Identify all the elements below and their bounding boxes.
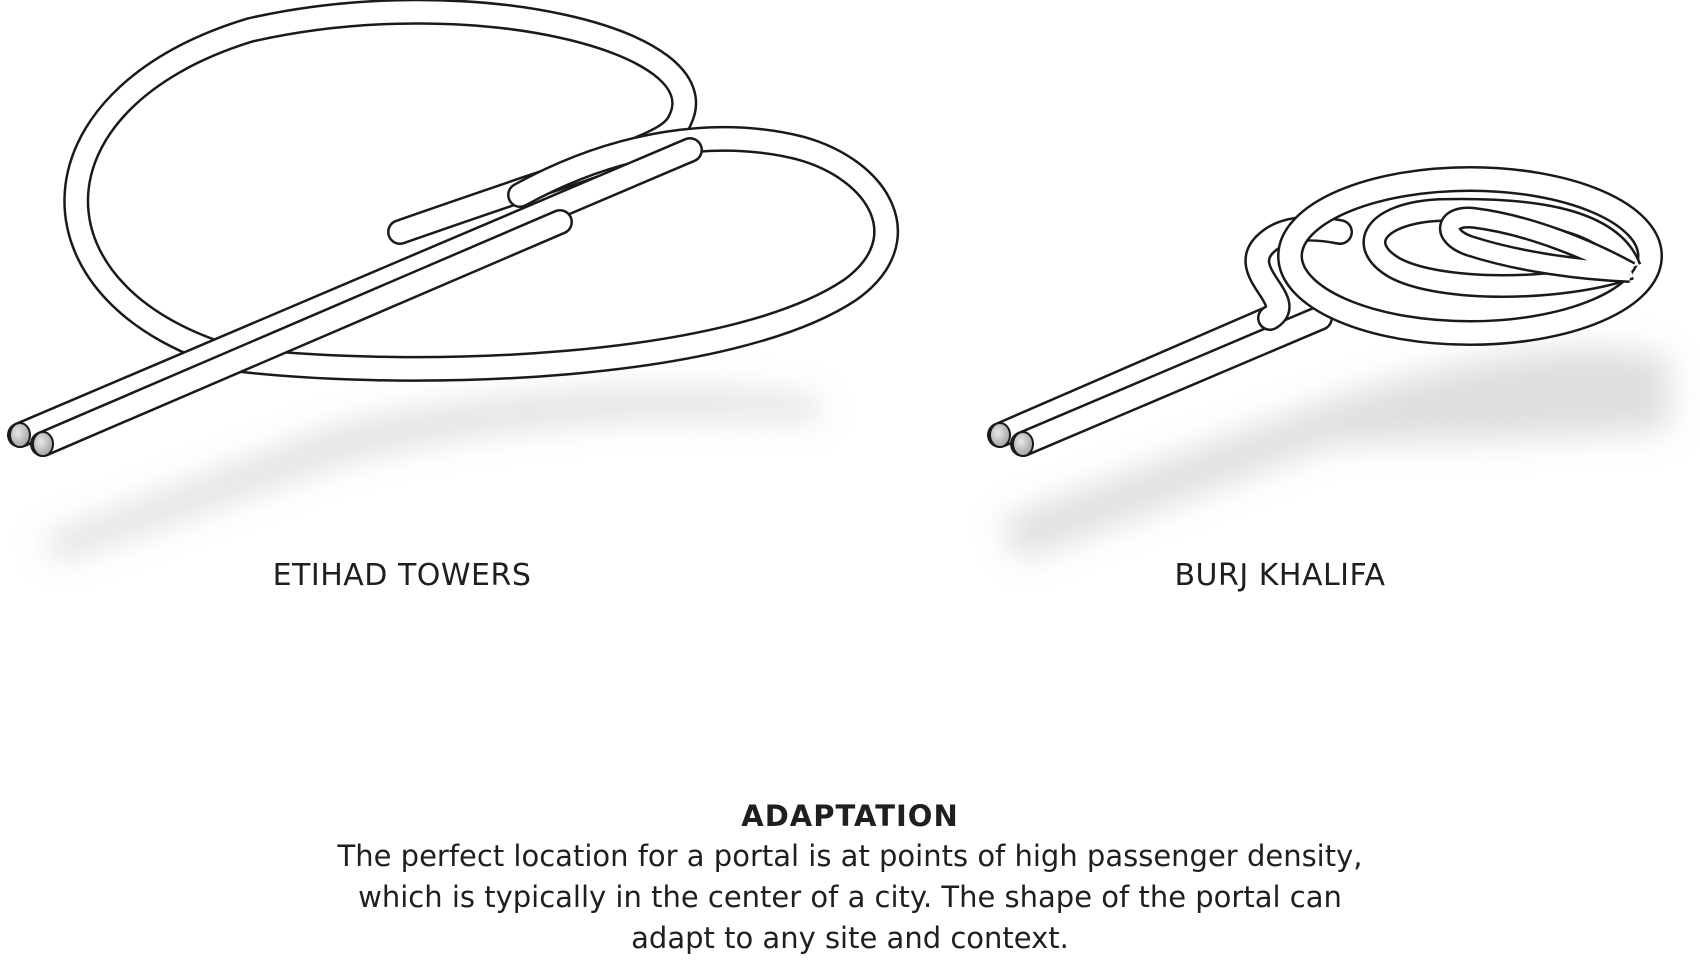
burj-khalifa-diagram: [987, 166, 1670, 560]
burj-shadow: [1000, 347, 1670, 560]
etihad-tube-end-1: [9, 422, 31, 448]
burj-khalifa-label: BURJ KHALIFA: [1174, 558, 1386, 593]
etihad-stem-tubes: [7, 137, 703, 457]
adaptation-section: ADAPTATION The perfect location for a po…: [200, 796, 1500, 959]
body-line-1: The perfect location for a portal is at …: [337, 839, 1363, 873]
burj-inner-coil: [1439, 206, 1636, 283]
burj-tube-end-1: [989, 422, 1011, 448]
burj-tube-end-2: [1012, 431, 1034, 457]
burj-stem-tubes: [987, 305, 1333, 457]
etihad-shadow: [40, 390, 820, 560]
etihad-towers-diagram: [7, 0, 900, 560]
body-line-3: adapt to any site and context.: [631, 921, 1069, 955]
body-line-2: which is typically in the center of a ci…: [358, 880, 1342, 914]
etihad-small-loop: [227, 125, 900, 382]
burj-middle-ring: [1362, 197, 1642, 298]
etihad-towers-label: ETIHAD TOWERS: [272, 558, 532, 593]
section-heading: ADAPTATION: [741, 799, 959, 833]
etihad-tube-end-2: [32, 431, 54, 457]
burj-outer-ring: [1277, 166, 1663, 346]
